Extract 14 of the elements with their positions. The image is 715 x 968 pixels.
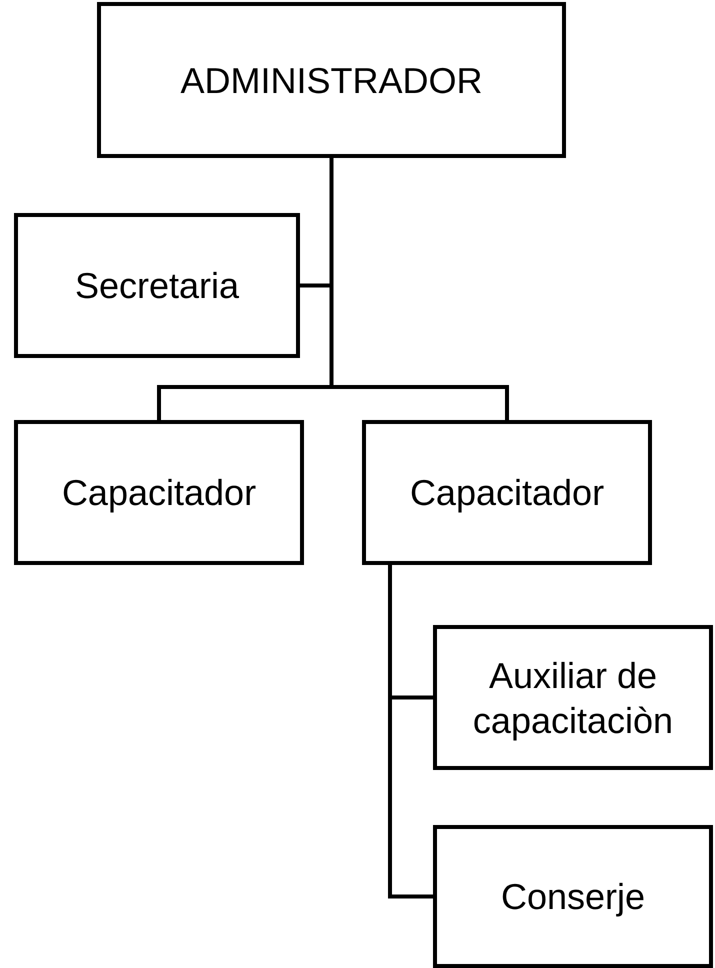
- connector-line: [330, 158, 509, 420]
- role-label: Conserje: [500, 875, 646, 919]
- org-box: [97, 2, 566, 158]
- org-box: [433, 825, 713, 968]
- role-label: Auxiliar de capacitaciòn: [472, 654, 674, 742]
- role-label: Capacitador: [62, 471, 256, 515]
- org-box: [14, 420, 304, 565]
- org-box: [433, 625, 713, 770]
- role-label: Secretaria: [74, 264, 240, 308]
- org-box: [14, 213, 300, 358]
- connector-line: [388, 565, 433, 898]
- role-label: Capacitador: [410, 471, 604, 515]
- org-box: [362, 420, 652, 565]
- role-label: ADMINISTRADOR: [180, 58, 482, 102]
